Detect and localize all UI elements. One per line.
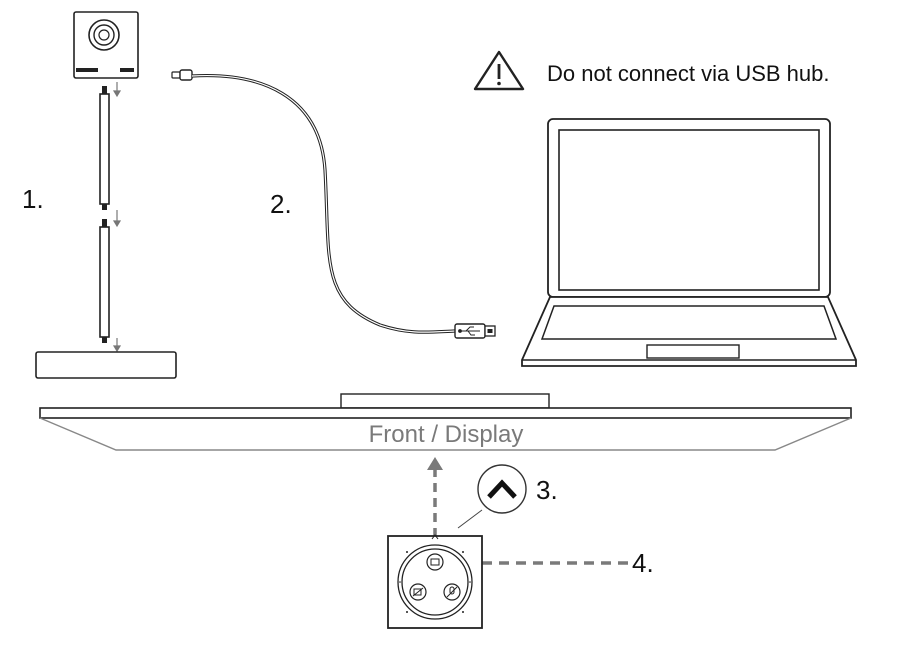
mic-mute-button: [443, 583, 461, 601]
chevron-callout: [457, 464, 527, 529]
usb-cable: [171, 69, 496, 339]
warning-text: Do not connect via USB hub.: [547, 61, 830, 86]
step-2-label: 2.: [270, 189, 292, 219]
laptop: [521, 118, 857, 367]
direction-arrow-up: [427, 457, 443, 537]
pole-upper: [99, 86, 110, 210]
camera-off-button: [409, 583, 427, 601]
control-panel: [387, 534, 483, 629]
step-1-label: 1.: [22, 184, 44, 214]
display-table: [39, 393, 852, 451]
home-button: [426, 553, 444, 571]
pole-lower: [99, 219, 110, 343]
chevron-up-icon: [487, 479, 517, 499]
step-4-label: 4.: [632, 548, 654, 578]
assembly-arrows: [112, 82, 122, 353]
table-label: Front / Display: [369, 421, 524, 448]
stand-base: [35, 351, 177, 379]
step-3-label: 3.: [536, 475, 558, 505]
usb-symbol-icon: [458, 326, 480, 336]
camera: [73, 11, 139, 79]
warning-triangle-icon: [473, 50, 525, 91]
